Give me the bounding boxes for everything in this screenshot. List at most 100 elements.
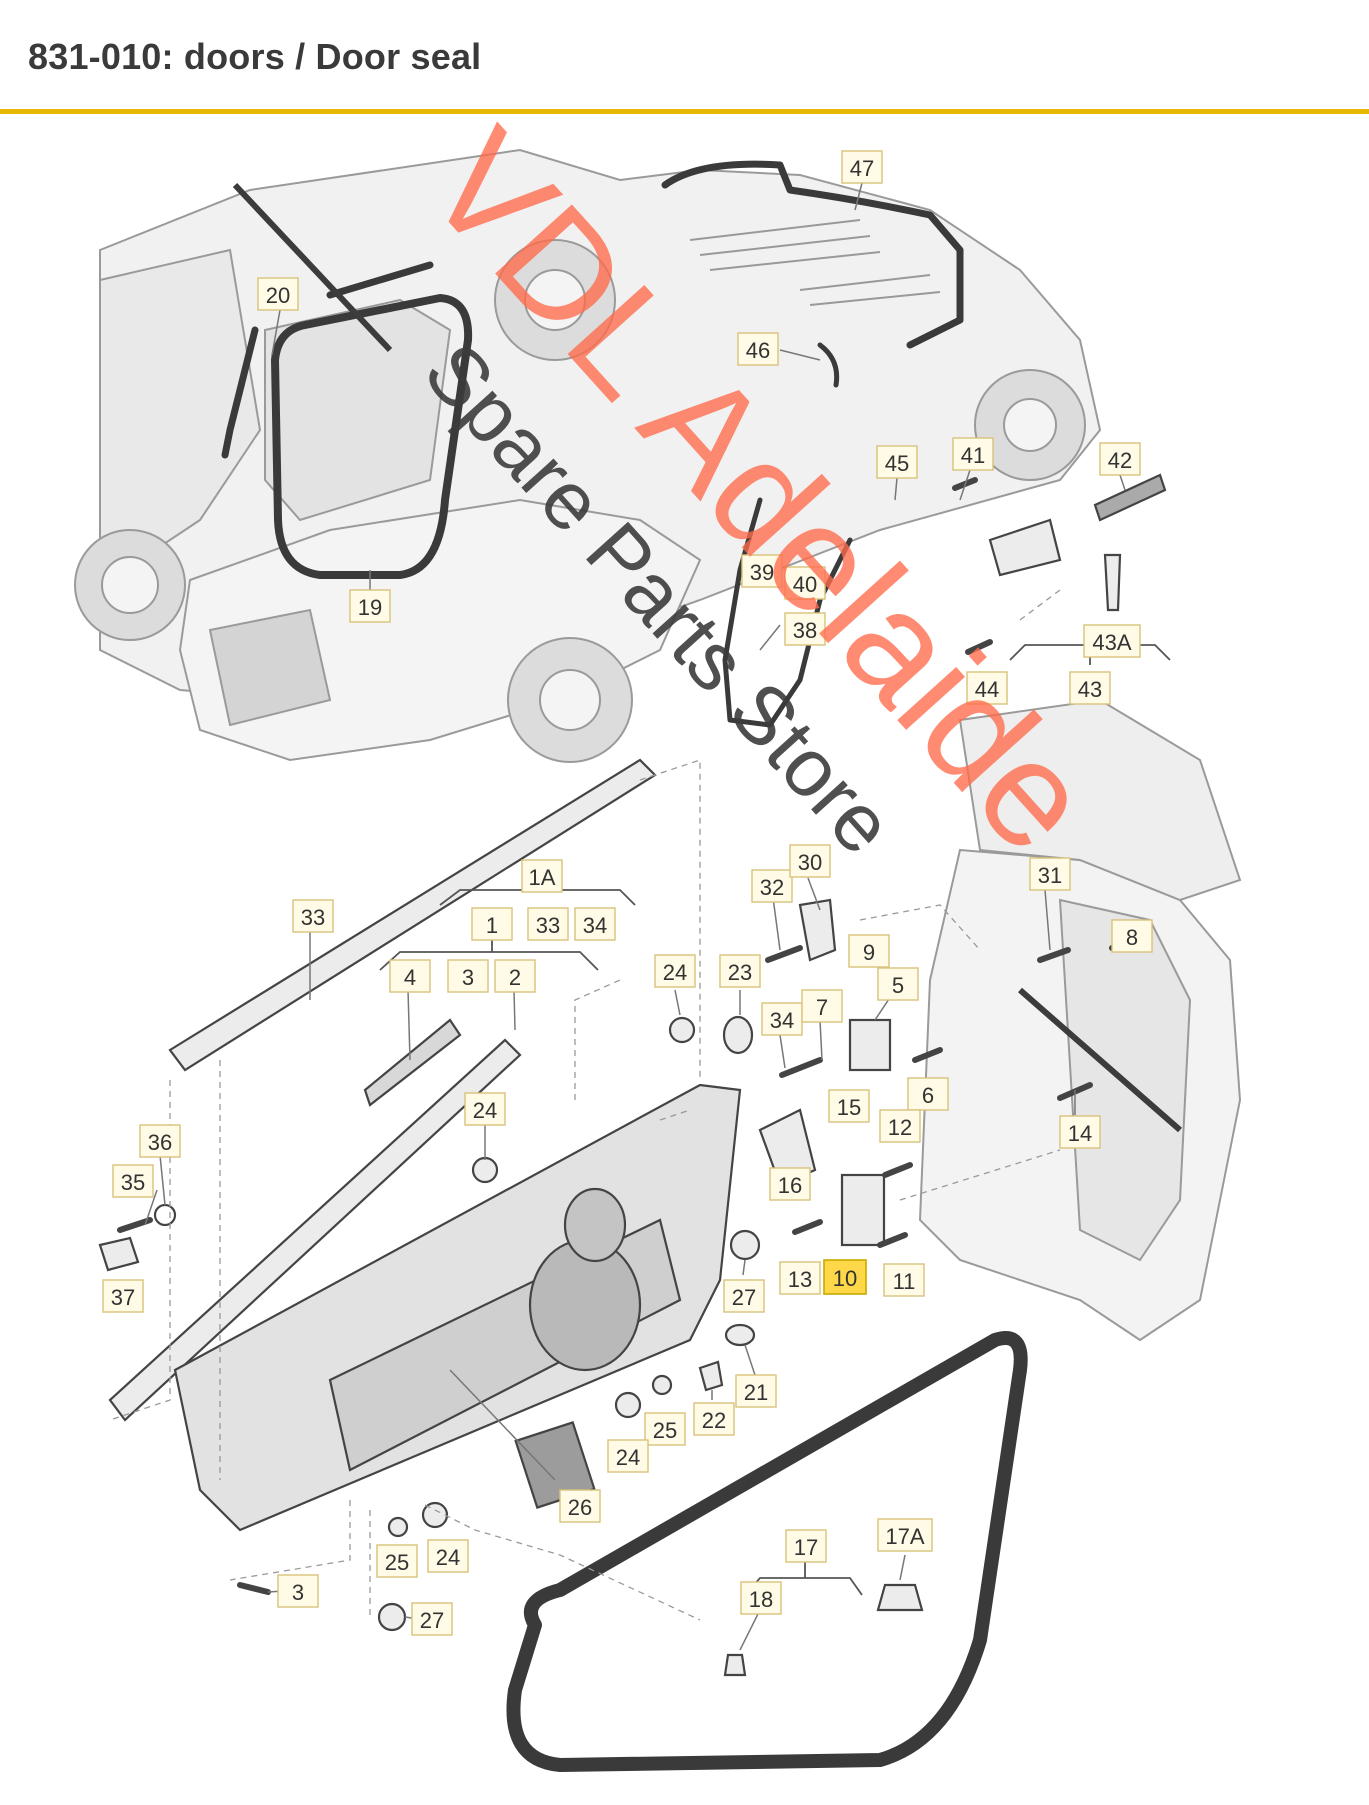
callout-44: 44 — [966, 671, 1008, 705]
clip-25b — [387, 1516, 409, 1538]
roof-seal-20 — [221, 326, 259, 459]
svg-text:3: 3 — [292, 1580, 304, 1605]
door-window-opening — [264, 298, 452, 522]
svg-text:27: 27 — [732, 1285, 756, 1310]
callout-33: 33 — [292, 899, 334, 933]
callout-38: 38 — [784, 612, 826, 646]
callout-46: 46 — [737, 332, 779, 366]
svg-text:5: 5 — [892, 973, 904, 998]
callout-33a: 33 — [527, 907, 569, 941]
callout-34a: 34 — [574, 907, 616, 941]
callout-34b: 34 — [761, 1002, 803, 1036]
callout-12: 12 — [879, 1109, 921, 1143]
svg-text:33: 33 — [301, 905, 325, 930]
trim-strip-4 — [363, 1018, 462, 1107]
plug-23 — [722, 1015, 754, 1055]
clip-24d — [421, 1501, 449, 1529]
callout-24d: 24 — [427, 1539, 469, 1573]
callout-25a: 25 — [644, 1412, 686, 1446]
svg-text:26: 26 — [568, 1495, 592, 1520]
plug-27b — [377, 1602, 407, 1632]
watermark-rule-bottom — [1018, 987, 1182, 1133]
page-header: 831-010: doors / Door seal — [0, 0, 1369, 114]
hinge-10 — [840, 1173, 886, 1247]
roof-seal-20b — [326, 261, 434, 299]
svg-text:34: 34 — [770, 1008, 794, 1033]
callout-40: 40 — [784, 566, 826, 600]
svg-text:12: 12 — [888, 1115, 912, 1140]
door-frame-seal-19 — [271, 294, 473, 579]
svg-text:1A: 1A — [529, 865, 556, 890]
svg-text:7: 7 — [816, 995, 828, 1020]
callout-23: 23 — [719, 954, 761, 988]
callout-36: 36 — [139, 1124, 181, 1158]
callout-22: 22 — [693, 1402, 735, 1436]
callout-31: 31 — [1029, 857, 1071, 891]
seal-46 — [817, 342, 840, 388]
svg-text:24: 24 — [663, 960, 687, 985]
svg-text:9: 9 — [863, 940, 875, 965]
callout-37: 37 — [102, 1279, 144, 1313]
clip-18 — [723, 1653, 747, 1677]
check-strap-16 — [758, 1108, 817, 1187]
callout-43A: 43A — [1083, 624, 1141, 658]
hinge-5 — [848, 1018, 892, 1072]
svg-text:17A: 17A — [885, 1524, 924, 1549]
callout-27a: 27 — [723, 1279, 765, 1313]
wheel-rear-right-hub — [1003, 398, 1057, 452]
door-seal-17-inner — [512, 1337, 1022, 1766]
svg-text:8: 8 — [1126, 925, 1138, 950]
svg-text:42: 42 — [1108, 448, 1132, 473]
callout-7: 7 — [801, 989, 843, 1023]
svg-text:38: 38 — [793, 618, 817, 643]
svg-text:14: 14 — [1068, 1121, 1092, 1146]
wheel-front-left-hub — [101, 556, 159, 614]
svg-text:4: 4 — [404, 965, 416, 990]
svg-text:17: 17 — [794, 1535, 818, 1560]
callout-6: 6 — [907, 1077, 949, 1111]
svg-text:21: 21 — [744, 1380, 768, 1405]
svg-text:45: 45 — [885, 451, 909, 476]
svg-text:35: 35 — [121, 1170, 145, 1195]
callout-24c: 24 — [607, 1439, 649, 1473]
callout-20: 20 — [257, 277, 299, 311]
callout-26: 26 — [559, 1489, 601, 1523]
svg-text:33: 33 — [536, 913, 560, 938]
clip-24c — [614, 1391, 642, 1419]
svg-text:15: 15 — [837, 1095, 861, 1120]
svg-text:31: 31 — [1038, 863, 1062, 888]
trim-strip-2 — [108, 1038, 522, 1422]
callout-14: 14 — [1059, 1115, 1101, 1149]
svg-text:25: 25 — [653, 1418, 677, 1443]
page-title: 831-010: doors / Door seal — [28, 36, 482, 77]
callout-17A: 17A — [877, 1518, 933, 1552]
callout-30: 30 — [789, 844, 831, 878]
callout-3b: 3 — [277, 1574, 319, 1608]
exploded-parts-diagram: 20 19 47 46 45 41 42 39 40 38 43A 44 43 … — [0, 99, 1369, 1800]
plug-21 — [724, 1323, 756, 1347]
callout-3a: 3 — [447, 959, 489, 993]
callout-5: 5 — [877, 967, 919, 1001]
watermark-rule-top — [232, 182, 393, 353]
svg-text:24: 24 — [436, 1545, 460, 1570]
callout-4: 4 — [389, 959, 431, 993]
svg-text:32: 32 — [760, 875, 784, 900]
hinge-bracket-30 — [798, 898, 837, 962]
callout-10-highlighted: 10 — [823, 1259, 867, 1295]
svg-text:44: 44 — [975, 677, 999, 702]
callout-8: 8 — [1111, 919, 1153, 953]
ring-36 — [153, 1203, 177, 1227]
svg-text:34: 34 — [583, 913, 607, 938]
leader-lines — [144, 182, 1126, 1651]
svg-text:24: 24 — [473, 1098, 497, 1123]
strip-42 — [1093, 473, 1167, 522]
svg-text:37: 37 — [111, 1285, 135, 1310]
svg-text:22: 22 — [702, 1408, 726, 1433]
svg-text:2: 2 — [509, 965, 521, 990]
car-engine-vents — [689, 219, 941, 306]
callout-32: 32 — [751, 869, 793, 903]
plug-27a — [729, 1229, 761, 1261]
svg-text:16: 16 — [778, 1173, 802, 1198]
speaker-opening-upper — [563, 1187, 627, 1263]
svg-text:13: 13 — [788, 1267, 812, 1292]
